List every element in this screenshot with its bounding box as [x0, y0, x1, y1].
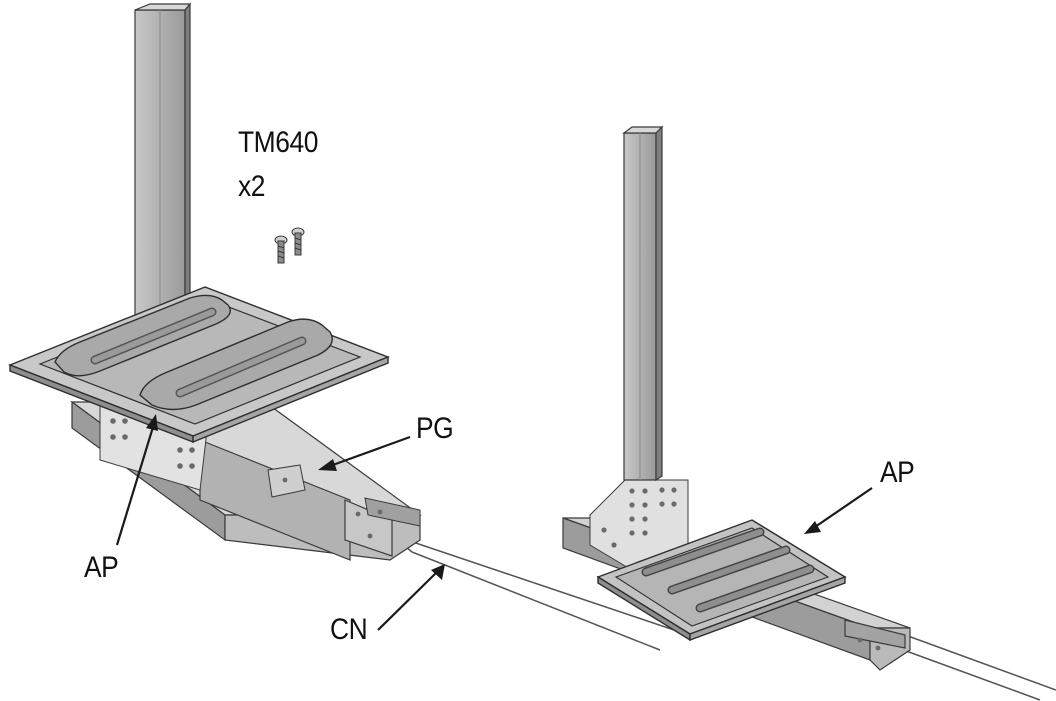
pg-label: PG	[416, 412, 454, 445]
adhesive-pad-right	[596, 519, 847, 642]
bracket-holes-left	[110, 418, 383, 539]
cn-arrow	[377, 571, 438, 631]
callout-arrows	[115, 414, 873, 631]
cn-arrowhead	[431, 564, 445, 580]
column-left	[134, 2, 192, 317]
screw-qty-label: x2	[238, 170, 266, 203]
left-assembly	[8, 2, 681, 651]
ap-right-arrowhead	[804, 521, 821, 534]
ap-left-arrowhead	[146, 414, 158, 431]
pg-arrowhead	[318, 459, 337, 471]
ap-left-arrow	[115, 426, 155, 546]
right-assembly	[562, 125, 1056, 701]
ap-right-arrow	[814, 487, 873, 528]
adhesive-pad-left	[8, 286, 390, 444]
bracket-holes-right	[601, 487, 881, 651]
ap-left-label: AP	[84, 551, 119, 584]
screw-code-label: TM640	[238, 126, 318, 159]
cn-conduit-right	[897, 635, 1056, 701]
cn-label: CN	[330, 613, 368, 646]
screw-icon	[274, 227, 305, 264]
ap-right-label: AP	[880, 456, 915, 489]
column-right	[622, 125, 664, 482]
pg-arrow	[329, 435, 411, 468]
